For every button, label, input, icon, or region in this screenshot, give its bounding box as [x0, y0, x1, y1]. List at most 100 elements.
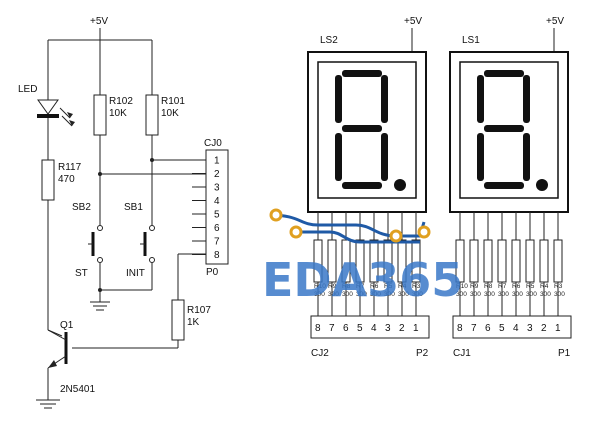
segment-resistor [525, 239, 535, 283]
resistor-value: 300 [398, 291, 409, 298]
resistor-name: R10 [314, 283, 326, 290]
left-circuit: +5V LED R117 470 R102 10K R101 1 [18, 16, 229, 409]
resistor-value: 300 [470, 291, 481, 298]
r102-resistor [93, 94, 107, 136]
transistor-part-label: 2N5401 [60, 384, 95, 395]
cj0-pin-3: 3 [214, 183, 220, 194]
connector-pin-1: 1 [413, 323, 419, 334]
connector-pin-3: 3 [385, 323, 391, 334]
segment-e [335, 133, 342, 181]
connector-pin-4: 4 [371, 323, 377, 334]
segment-resistor [483, 239, 493, 283]
sb2-switch [88, 225, 103, 263]
pcb-trace-2 [296, 230, 420, 244]
q1-label: Q1 [60, 320, 74, 331]
display-window [459, 61, 559, 199]
segment-a [484, 70, 524, 77]
display-vcc-label: +5V [404, 16, 422, 27]
display-ls2: LS2+5VR10300R9300R8300R7300R6300R5300R43… [307, 16, 430, 359]
r101-resistor [145, 94, 159, 136]
r107-name: R107 [187, 305, 211, 316]
resistor-value: 300 [342, 291, 353, 298]
q1-transistor [47, 329, 68, 369]
sb1-switch [140, 225, 155, 263]
pcb-pad-3 [389, 229, 403, 243]
sb2-label: SB2 [72, 202, 91, 213]
connector-title: CJ2 [311, 348, 329, 359]
connector-pin-2: 2 [399, 323, 405, 334]
cj0-pin-4: 4 [214, 196, 220, 207]
decimal-point [536, 179, 548, 191]
r101-value: 10K [161, 108, 179, 119]
resistor-value: 300 [370, 291, 381, 298]
segment-e [477, 133, 484, 181]
connector-pin-4: 4 [513, 323, 519, 334]
segment-f [477, 75, 484, 123]
r102-value: 10K [109, 108, 127, 119]
segment-resistor [497, 239, 507, 283]
segment-resistor [539, 239, 549, 283]
connector-pin-3: 3 [527, 323, 533, 334]
connector-pin-1: 1 [555, 323, 561, 334]
r117-resistor [41, 159, 55, 201]
connector-body [452, 315, 572, 339]
display-ls1: LS1+5VR10300R9300R8300R7300R6300R5300R43… [449, 16, 572, 359]
vcc-label: +5V [90, 16, 108, 27]
display-vcc-label: +5V [546, 16, 564, 27]
resistor-name: R10 [456, 283, 468, 290]
eda365-watermark: EDA365 [262, 208, 463, 307]
connector-pin-2: 2 [541, 323, 547, 334]
connector-pin-7: 7 [329, 323, 335, 334]
r107-resistor [171, 299, 185, 341]
watermark-text: EDA365 [262, 253, 463, 307]
segment-resistor [553, 239, 563, 283]
pcb-pad-2 [289, 225, 303, 239]
cj0-pin-7: 7 [214, 237, 220, 248]
segment-resistor [511, 239, 521, 283]
led-label: LED [18, 84, 37, 95]
pcb-trace-1 [269, 213, 397, 238]
connector-body [310, 315, 430, 339]
resistor-value: 300 [540, 291, 551, 298]
segment-a [342, 70, 382, 77]
resistor-value: 300 [314, 291, 325, 298]
cj0-pin-1: 1 [214, 156, 220, 167]
connector-pin-8: 8 [457, 323, 463, 334]
r117-name: R117 [58, 162, 82, 173]
connector-pin-7: 7 [471, 323, 477, 334]
segment-b [381, 75, 388, 123]
ground-symbol-switches [90, 290, 110, 311]
sb1-label: SB1 [124, 202, 143, 213]
display-name: LS2 [320, 35, 338, 46]
segment-d [484, 182, 524, 189]
resistor-value: 300 [456, 291, 467, 298]
segment-b [523, 75, 530, 123]
segment-c [523, 133, 530, 181]
cj0-pin-8: 8 [214, 250, 220, 261]
cj0-pin-2: 2 [214, 169, 220, 180]
resistor-value: 300 [328, 291, 339, 298]
init-label: INIT [126, 268, 145, 279]
resistor-value: 300 [526, 291, 537, 298]
segment-g [484, 125, 524, 132]
connector-footer: P1 [558, 348, 571, 359]
cj0-footer: P0 [206, 267, 219, 278]
r107-value: 1K [187, 317, 200, 328]
r117-value: 470 [58, 174, 75, 185]
resistor-value: 300 [484, 291, 495, 298]
segment-d [342, 182, 382, 189]
resistor-value: 300 [554, 291, 565, 298]
cj0-title: CJ0 [204, 138, 222, 149]
cj0-pin-5: 5 [214, 210, 220, 221]
segment-resistor [469, 239, 479, 283]
r101-name: R101 [161, 96, 185, 107]
connector-footer: P2 [416, 348, 429, 359]
segment-g [342, 125, 382, 132]
decimal-point [394, 179, 406, 191]
display-section: LS2+5VR10300R9300R8300R7300R6300R5300R43… [307, 16, 572, 359]
connector-pin-5: 5 [357, 323, 363, 334]
st-label: ST [75, 268, 88, 279]
